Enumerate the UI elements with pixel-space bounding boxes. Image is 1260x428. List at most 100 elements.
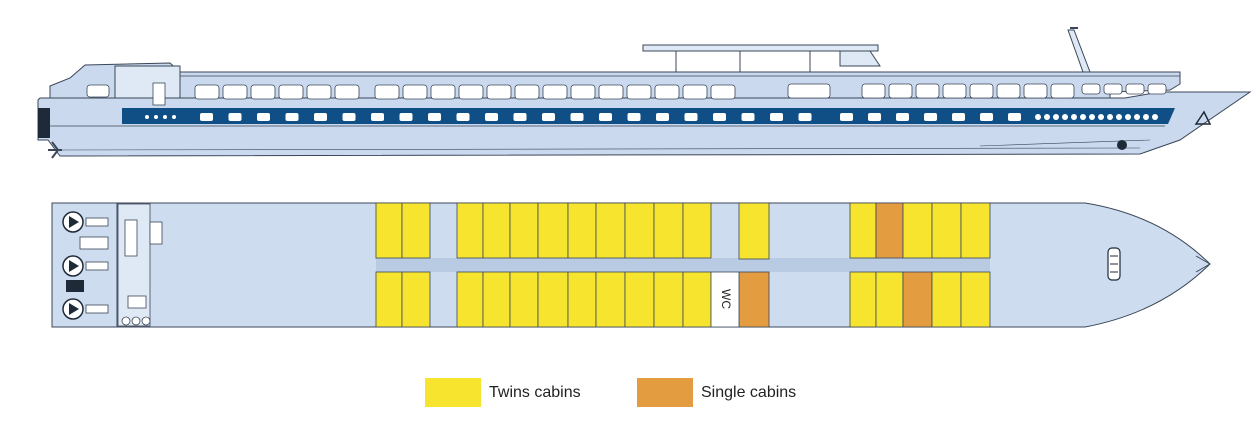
window	[250, 84, 276, 100]
porthole	[285, 113, 299, 121]
porthole	[713, 113, 726, 121]
cabin-twin	[375, 202, 403, 259]
porthole	[1035, 114, 1041, 120]
thruster-icon	[62, 211, 109, 233]
porthole	[513, 113, 527, 121]
window	[1103, 83, 1123, 95]
cabin-single	[738, 271, 770, 328]
window	[334, 84, 360, 100]
window	[1050, 83, 1075, 99]
window	[194, 84, 220, 100]
window	[969, 83, 994, 99]
cabin-twin	[375, 271, 403, 328]
cabin-twin	[960, 202, 991, 259]
cabin-twin	[456, 202, 484, 259]
porthole	[1098, 114, 1104, 120]
legend-label-single: Single cabins	[701, 383, 797, 401]
window	[654, 84, 680, 100]
window	[996, 83, 1021, 99]
cabin-twin	[875, 271, 904, 328]
door	[152, 82, 166, 106]
cabin-twin	[567, 202, 597, 259]
porthole	[456, 113, 470, 121]
porthole	[1152, 114, 1158, 120]
porthole	[228, 113, 242, 121]
porthole	[1089, 114, 1095, 120]
wheelhouse	[114, 65, 181, 101]
window	[1147, 83, 1167, 95]
stern-dark-panel	[38, 108, 50, 138]
window	[278, 84, 304, 100]
cabin-twin	[849, 271, 877, 328]
stern-thrusters	[62, 211, 109, 320]
cabin-twin	[849, 202, 877, 259]
cabin-twin	[624, 271, 655, 328]
window	[542, 84, 568, 100]
mast	[1067, 27, 1091, 73]
window	[86, 84, 110, 98]
porthole	[485, 113, 498, 121]
legend-swatch-single	[637, 378, 693, 407]
porthole	[656, 113, 669, 121]
cabin-twin	[624, 202, 655, 259]
cabin-twin	[931, 202, 962, 259]
window	[626, 84, 652, 100]
porthole	[1080, 114, 1086, 120]
cabin-twin	[595, 202, 626, 259]
porthole	[1116, 114, 1122, 120]
window	[306, 84, 332, 100]
legend-item-twin: Twins cabins	[425, 378, 581, 407]
wc-room	[710, 271, 740, 328]
cabins	[375, 202, 991, 328]
porthole	[314, 113, 327, 121]
window	[598, 84, 624, 100]
cabin-twin	[401, 202, 431, 259]
porthole	[952, 113, 965, 121]
cabin-twin	[509, 202, 539, 259]
porthole	[1143, 114, 1149, 120]
legend-label-twin: Twins cabins	[489, 383, 581, 401]
anchor-icon	[1117, 140, 1127, 150]
engine-room	[66, 203, 163, 327]
central-corridor	[376, 258, 990, 272]
porthole	[154, 115, 158, 119]
cabin-twin	[537, 271, 569, 328]
thruster-icon	[62, 298, 109, 320]
porthole	[145, 115, 149, 119]
porthole	[896, 113, 909, 121]
window	[682, 84, 708, 100]
ship-side-profile	[37, 27, 1252, 159]
porthole	[172, 115, 176, 119]
cabin-twin	[653, 202, 684, 259]
cabin-twin	[682, 271, 712, 328]
window	[787, 83, 831, 99]
window	[1125, 83, 1145, 95]
porthole	[1134, 114, 1140, 120]
porthole	[342, 113, 356, 121]
cabin-twin	[738, 202, 770, 260]
window	[888, 83, 913, 99]
window	[222, 84, 248, 100]
porthole	[684, 113, 698, 121]
window	[861, 83, 886, 99]
window	[710, 84, 736, 100]
cabin-twin	[509, 271, 539, 328]
window	[570, 84, 596, 100]
bow-logo-icon	[1194, 110, 1212, 125]
porthole	[980, 113, 993, 121]
window	[915, 83, 940, 99]
cabin-twin	[682, 202, 712, 259]
window	[430, 84, 456, 100]
cabin-single	[875, 202, 904, 259]
bow-winch-icon	[1107, 247, 1121, 281]
cabin-single	[902, 271, 933, 328]
porthole	[1053, 114, 1059, 120]
upper-deck-windows	[86, 82, 1167, 106]
porthole	[1107, 114, 1113, 120]
wc-label: WC	[719, 289, 733, 309]
hull-stripe	[122, 108, 1175, 124]
cabin-twin	[456, 271, 484, 328]
sun-deck-canopy	[642, 44, 881, 73]
porthole	[257, 113, 270, 121]
